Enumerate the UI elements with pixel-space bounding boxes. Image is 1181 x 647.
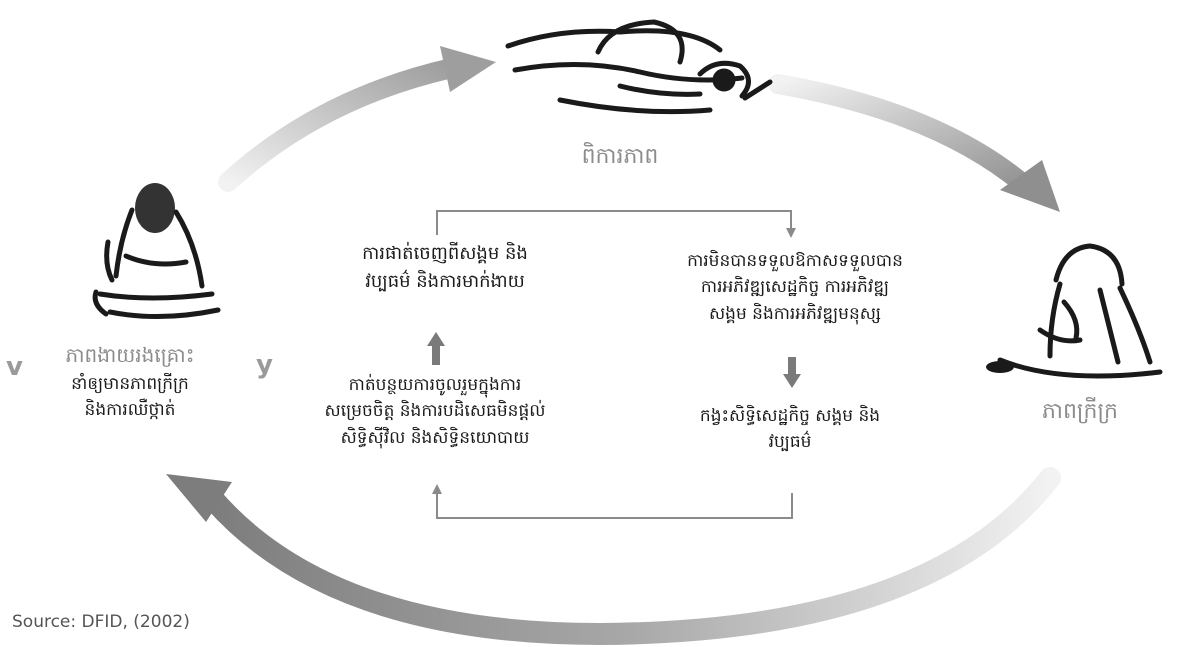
box-reduced-participation-line-1: កាត់បន្ថយការចូលរួមក្នុងការ: [348, 375, 522, 395]
box-exclusion-line-2: វប្បធម៌ និងការមាក់ងាយ: [365, 270, 525, 292]
node-vulnerability-sub-2: និងការឈឺថ្កាត់: [84, 400, 176, 421]
inner-arrow-down: [783, 357, 801, 388]
box-reduced-participation-line-2: សម្រេចចិត្ត និងការបដិសេធមិនផ្តល់: [324, 401, 546, 422]
node-vulnerability-sub-1: នាំឲ្យមានភាពក្រីក្រ: [71, 374, 189, 394]
box-exclusion: ការផាត់ចេញពីសង្គម និង វប្បធម៌ និងការមាក់…: [300, 240, 590, 296]
cycle-arrow-right-to-left: [166, 467, 1061, 646]
node-poverty-label: ភាពក្រីក្រ: [1042, 399, 1118, 424]
box-lack-of-access: ការមិនបានទទួលឱកាសទទួលបាន ការអភិវឌ្ឍសេដ្ឋ…: [630, 248, 960, 327]
box-lack-of-rights-line-1: កង្វះសិទ្ធិសេដ្ឋកិច្ច សង្គម និង: [699, 406, 881, 426]
node-vulnerability: ភាពងាយរងគ្រោះ នាំឲ្យមានភាពក្រីក្រ និងការ…: [30, 340, 230, 424]
box-reduced-participation: កាត់បន្ថយការចូលរួមក្នុងការ សម្រេចចិត្ត ន…: [270, 372, 600, 451]
person-sitting-begging-icon: [986, 243, 1163, 379]
cycle-arrow-top-to-right: [768, 74, 1060, 212]
box-lack-of-rights: កង្វះសិទ្ធិសេដ្ឋកិច្ច សង្គម និង វប្បធម៌: [640, 403, 940, 456]
node-vulnerability-label: ភាពងាយរងគ្រោះ: [65, 343, 195, 367]
inner-connector-top: [436, 210, 796, 238]
source-caption: Source: DFID, (2002): [12, 612, 190, 632]
box-lack-of-access-line-1: ការមិនបានទទួលឱកាសទទួលបាន: [687, 251, 903, 271]
stray-letter-v: v: [6, 352, 23, 382]
inner-connector-bottom: [432, 484, 793, 519]
inner-arrow-up: [427, 332, 445, 365]
node-disability-label: ពិការភាព: [581, 144, 659, 169]
cycle-arrow-left-to-top: [218, 46, 496, 192]
box-exclusion-line-1: ការផាត់ចេញពីសង្គម និង: [362, 243, 528, 264]
stray-letter-y: y: [256, 350, 273, 380]
box-lack-of-rights-line-2: វប្បធម៌: [768, 432, 812, 453]
box-reduced-participation-line-3: សិទ្ធិស៊ីវិល និងសិទ្ធិនយោបាយ: [340, 427, 530, 448]
box-lack-of-access-line-2: ការអភិវឌ្ឍសេដ្ឋកិច្ច ការអភិវឌ្ឍ: [700, 277, 890, 298]
box-lack-of-access-line-3: សង្គម និងការអភិវឌ្ឍមនុស្ស: [708, 303, 881, 324]
person-lying-down-icon: [505, 19, 773, 115]
person-sitting-hunched-icon: [92, 183, 221, 320]
